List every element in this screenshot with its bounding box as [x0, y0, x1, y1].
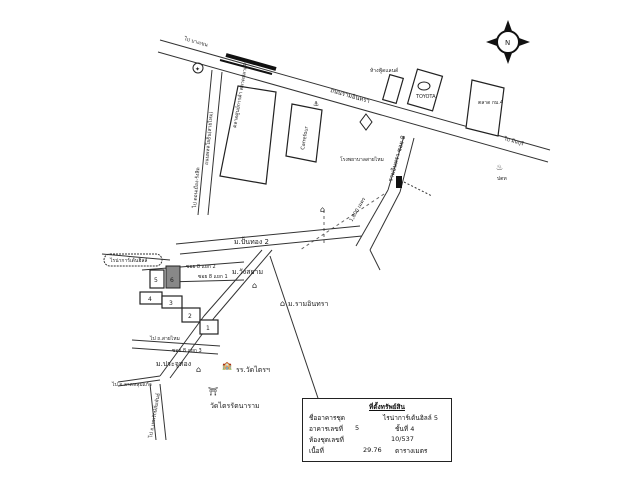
info-row-value-4: 29.76 [363, 446, 382, 454]
foodland-label: ห้างฟู้ดแลนด์ [370, 67, 398, 74]
soi-small-2-label: ซอย 8 แยก 2 [186, 264, 216, 270]
building-2-num: 2 [188, 313, 192, 320]
moo-panthong-label: ม.ปั้นทอง 2 [234, 235, 269, 246]
dir-south-label: ไป ถ.เทพรักษ์สัมพันธ์ [147, 392, 162, 439]
compass-west-arrow [486, 38, 497, 46]
carrefour-marker-icon: ⚓ [313, 100, 319, 108]
building-2 [181, 307, 201, 323]
info-row-value-3: 10/537 [391, 435, 414, 443]
distance-label: 1,800 เมตร [349, 196, 368, 223]
hospital-label: โรงพยาบาลสายไหม [340, 156, 384, 163]
temple-icon: ⛩ [208, 387, 218, 396]
toyota-logo-icon [417, 81, 431, 91]
soi8-road [355, 135, 415, 271]
hospital-icon [359, 113, 373, 131]
foodland-building [381, 73, 405, 105]
dir-south-left-label: ไป ดอนเมือง-รังสิต [191, 167, 202, 209]
compass-east-arrow [519, 38, 530, 46]
soi-small-3-label: ซอย 8 แยก 3 [172, 348, 202, 354]
carrefour-building [285, 103, 323, 163]
info-row-label-4: เนื้อที่ [309, 447, 324, 455]
police-marker-icon [192, 62, 204, 74]
house-icon-1: ⌂ [252, 281, 257, 290]
condo-buildings [139, 265, 219, 335]
soi-small-1-label: ซอย 8 แยก 1 [198, 274, 228, 280]
carrefour-label: Carrefour [300, 125, 310, 150]
info-title: ที่ตั้งทรัพย์สิน [369, 403, 405, 411]
info-row-extra-2: ชั้นที่ 4 [395, 425, 415, 433]
compass-south-arrow [504, 53, 512, 64]
info-row-extra-4: ตารางเมตร [395, 447, 428, 455]
condo-label: ไรน่าการ์เด้นฮิลล์ [109, 257, 148, 264]
toyota-label: TOYOTA [415, 94, 436, 100]
info-row-value-1: ไรน่าการ์เด้นฮิลล์ 5 [383, 414, 438, 422]
compass-north-arrow [504, 20, 512, 31]
building-1 [199, 319, 219, 335]
soi8-leader [403, 181, 433, 197]
market-km4-building [465, 79, 505, 137]
building-6-num: 6 [170, 277, 174, 284]
info-row-value-2: 5 [355, 424, 360, 432]
building-3 [161, 295, 183, 309]
info-row-label-3: ห้องชุดเลขที่ [309, 436, 344, 444]
compass: N [486, 20, 530, 64]
building-5 [149, 269, 165, 289]
condo-label-box [103, 253, 163, 267]
police-marker-glyph: ✦ [195, 66, 200, 73]
lower-roads [101, 225, 363, 441]
market-center-building [219, 85, 277, 185]
moo-wangsayam-label: ม.วังสยาม [232, 268, 263, 276]
dir-east-label: ไป มีนบุรี [502, 135, 524, 148]
building-3-num: 3 [169, 300, 173, 307]
house-icon-2: ⌂ [280, 299, 285, 308]
building-6 [165, 265, 181, 289]
flyover-bar [219, 53, 277, 75]
soi8-gate [396, 176, 402, 188]
info-row-label-2: อาคารเลขที่ [309, 425, 343, 433]
house-icon-4: ⌂ [196, 365, 201, 374]
compass-label: N [505, 39, 510, 47]
school-label: รร.วัดไตรฯ [236, 365, 270, 374]
distance-line [299, 193, 385, 251]
property-info-box: ที่ตั้งทรัพย์สิน ชื่ออาคารชุด ไรน่าการ์เ… [302, 398, 452, 462]
vertical-road [197, 69, 223, 216]
dir-sw1-label: ไป ถ.สายไหม [149, 335, 180, 342]
building-4-num: 4 [148, 296, 152, 303]
vertical-road-label: ถนนพหลโยธิน(สายไหม) [203, 111, 215, 165]
temple-label: วัดไตรรัตนาราม [210, 401, 260, 410]
house-icon-3: ⌂ [320, 205, 325, 214]
dir-west-label: ไป บางเขน [182, 35, 209, 49]
ptt-icon: ♨ [496, 163, 503, 172]
ptt-label: ปตท [497, 176, 507, 182]
moo-ram-label: ม.รามอินทรา [288, 300, 329, 308]
moo-prachathong-label: ม.ประจูทอง [156, 360, 191, 368]
dir-sw2-label: ไป อ.ลาดหลุมแก้ว [111, 381, 152, 388]
school-icon: 🏫 [222, 361, 232, 370]
building-1-num: 1 [206, 325, 210, 332]
market-km4-label: ตลาด กม.4 [478, 100, 503, 106]
info-row-label-1: ชื่ออาคารชุด [309, 414, 345, 422]
building-5-num: 5 [154, 277, 158, 284]
